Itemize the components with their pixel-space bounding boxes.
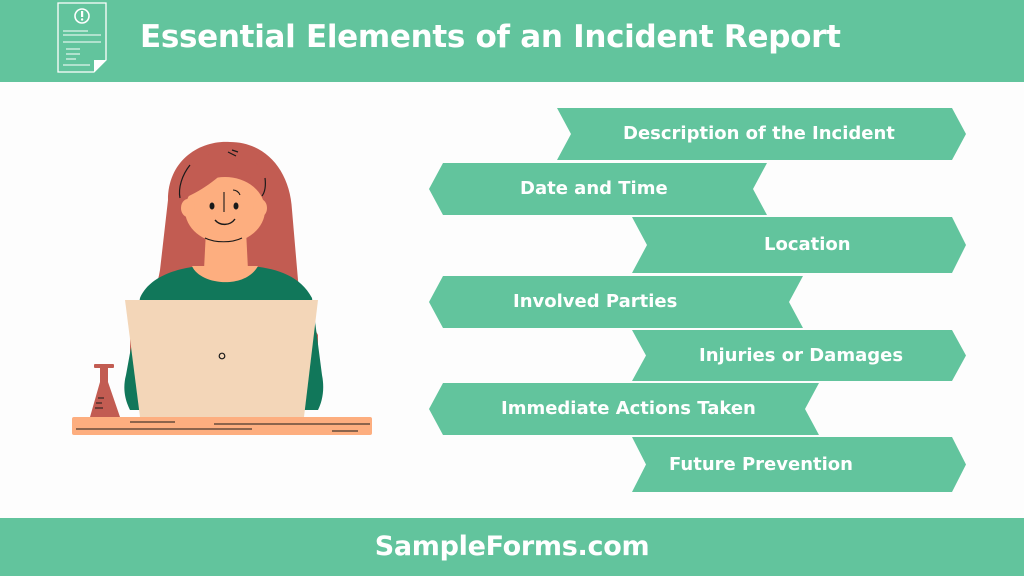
woman-at-laptop-illustration	[72, 141, 372, 435]
footer-brand-text: SampleForms.com	[374, 531, 650, 562]
arrow-right-shape	[632, 330, 966, 381]
face-shape	[185, 177, 265, 243]
vase-icon	[90, 368, 120, 417]
page-title: Essential Elements of an Incident Report	[140, 19, 841, 55]
desk-shape	[72, 417, 372, 435]
arrow-right-shape	[632, 217, 966, 273]
arrow-right-shape	[632, 437, 966, 492]
arrow-right-shape	[557, 108, 966, 160]
element-banner-immediate-actions: Immediate Actions Taken	[429, 383, 819, 435]
header-banner: Essential Elements of an Incident Report	[0, 0, 1024, 82]
bangs-shape	[179, 151, 269, 200]
element-banner-involved-parties: Involved Parties	[429, 276, 803, 328]
element-label: Future Prevention	[669, 454, 853, 475]
element-label: Date and Time	[520, 178, 668, 199]
element-banner-injuries: Injuries or Damages	[632, 330, 967, 381]
element-label: Location	[764, 234, 851, 255]
element-banner-location: Location	[632, 217, 967, 273]
arrow-left-shape	[429, 163, 767, 215]
element-label: Description of the Incident	[623, 123, 895, 144]
arrow-left-shape	[429, 276, 803, 328]
element-label: Involved Parties	[513, 291, 678, 312]
ear-right	[253, 199, 267, 217]
element-banner-description: Description of the Incident	[557, 108, 967, 160]
element-banner-date-time: Date and Time	[429, 163, 767, 215]
ear-left	[181, 199, 195, 217]
vase-top	[94, 364, 114, 368]
arrow-left-shape	[429, 383, 819, 435]
element-banner-future-prevention: Future Prevention	[632, 437, 967, 492]
element-label: Immediate Actions Taken	[501, 398, 756, 419]
footer-banner: SampleForms.com	[0, 518, 1024, 576]
document-alert-icon	[57, 2, 107, 73]
element-label: Injuries or Damages	[699, 345, 904, 366]
